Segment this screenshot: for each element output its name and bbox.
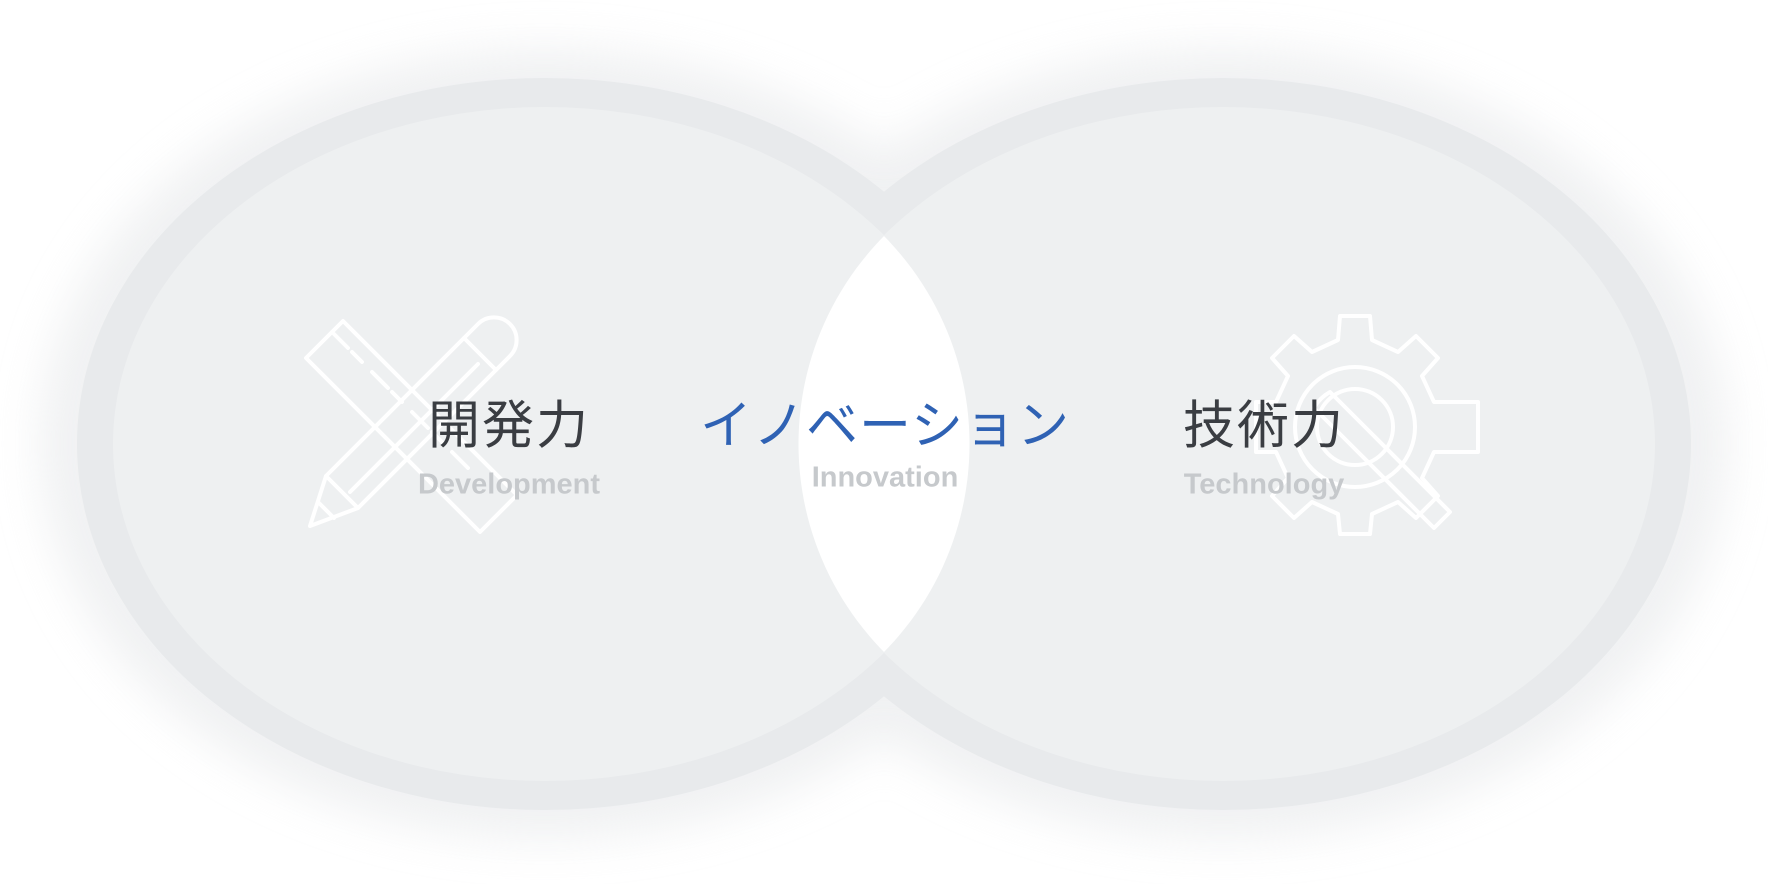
innovation-title: イノベーション <box>700 396 1070 457</box>
innovation-subtitle: Innovation <box>811 461 959 494</box>
right-circle <box>791 107 1655 781</box>
technology-subtitle: Technology <box>1183 468 1345 501</box>
development-subtitle: Development <box>417 468 601 501</box>
gear-wrench-icon <box>1254 314 1480 536</box>
overlap-lens <box>798 236 970 652</box>
pencil-ruler-icon <box>304 315 519 534</box>
left-circle <box>113 107 977 781</box>
technology-title: 技術力 <box>1182 396 1346 457</box>
development-title: 開発力 <box>427 396 591 457</box>
